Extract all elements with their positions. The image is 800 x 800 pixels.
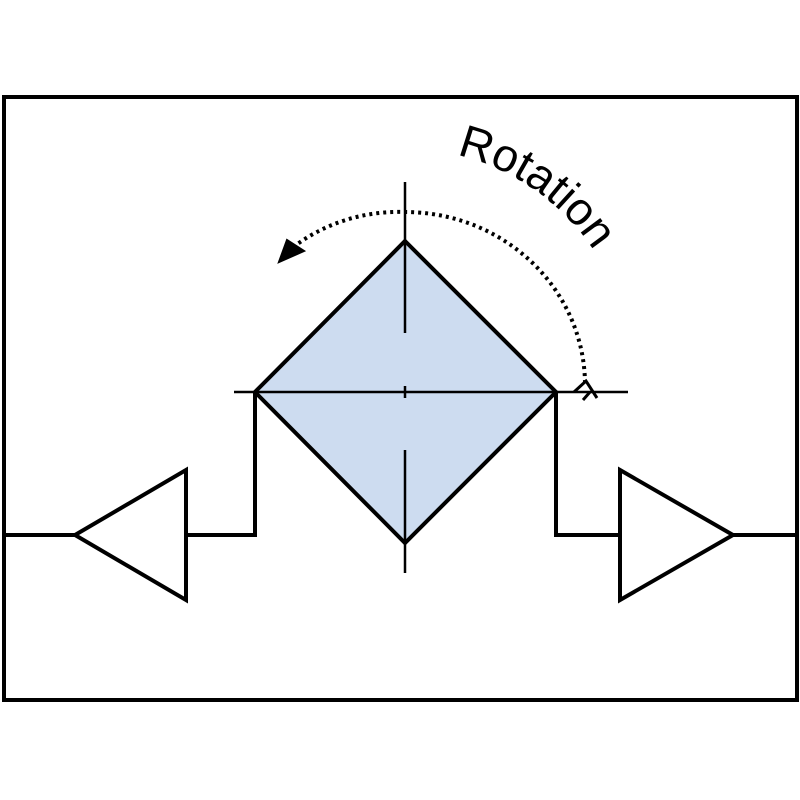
left-triangle-icon	[71, 466, 188, 604]
rotation-label: Rotation	[454, 114, 628, 256]
outer-frame	[2, 95, 799, 702]
rotation-arrow-icon	[277, 209, 599, 401]
rotation-arrowhead	[277, 238, 307, 264]
right-connector-line	[554, 392, 797, 537]
left-connector-line	[4, 392, 257, 537]
right-triangle-icon	[618, 466, 738, 604]
rotation-arc-dotted	[290, 209, 587, 384]
rotation-tail-mark	[572, 378, 599, 401]
